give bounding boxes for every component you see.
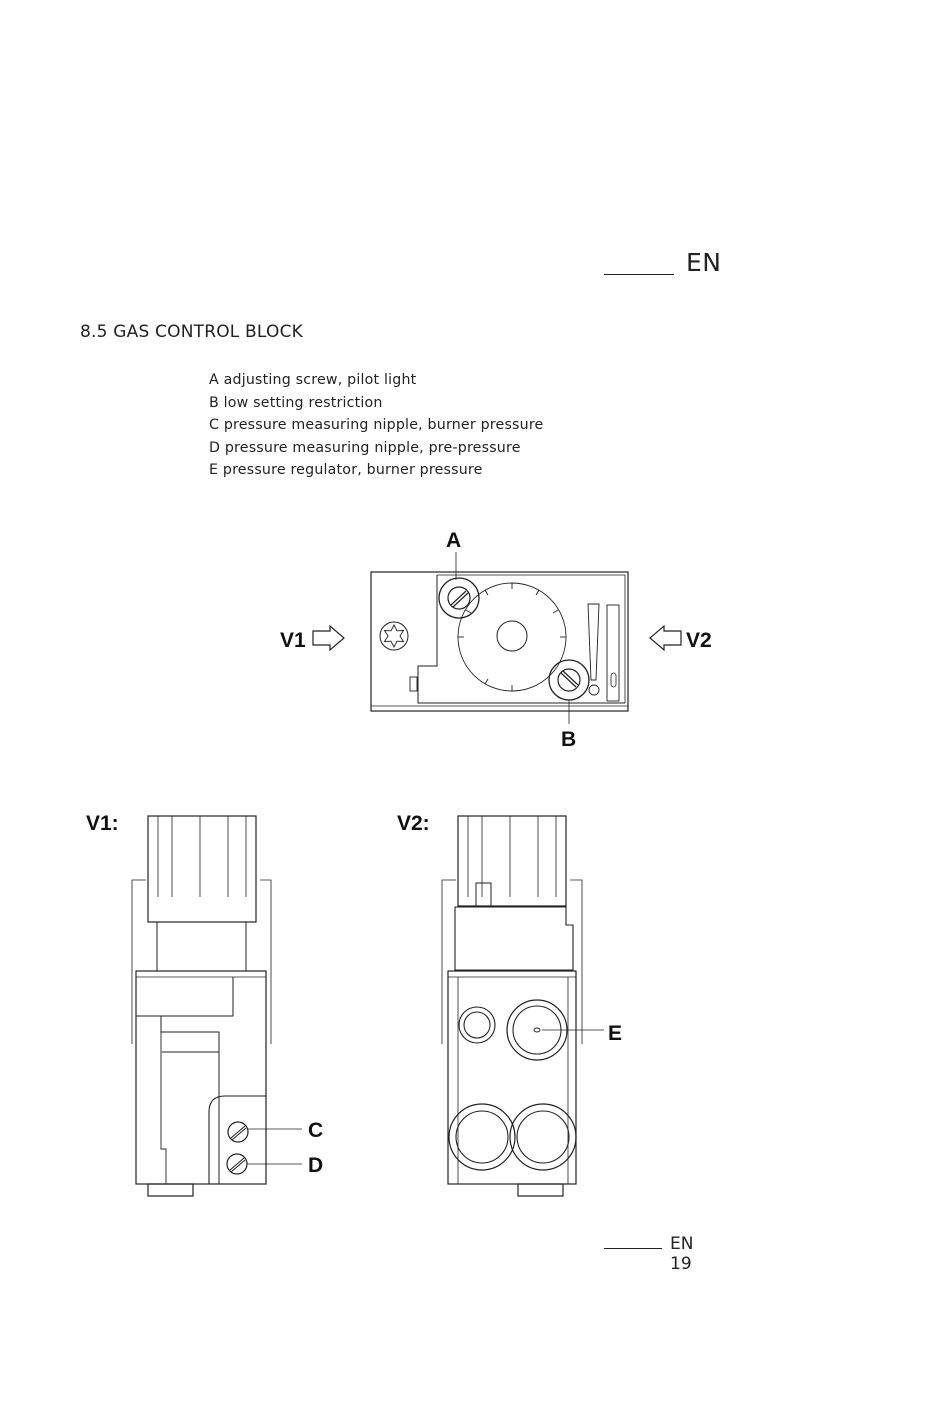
label-v2-arrow: V2 [686,629,712,652]
side-view-v1-diagram [132,816,302,1196]
label-a: A [446,529,461,552]
label-c: C [308,1119,323,1142]
adjusting-screw-a-icon [439,578,479,618]
label-v1-view: V1: [86,812,119,835]
nipple-d-icon [227,1154,247,1174]
label-v2-view: V2: [397,812,430,835]
top-view-diagram [313,552,681,724]
page-number: EN 19 [670,1234,693,1274]
port-small-icon [459,1007,495,1043]
label-d: D [308,1154,323,1177]
footer-rule [604,1248,662,1249]
restriction-screw-b-icon [549,660,589,700]
star-screw-icon [380,622,408,650]
side-view-v2-diagram [442,816,604,1196]
inlet-arrow-icon [313,626,344,650]
nipple-c-icon [228,1122,248,1142]
label-b: B [561,728,576,751]
outlet-arrow-icon [650,626,681,650]
label-e: E [608,1022,622,1045]
label-v1-arrow: V1 [280,629,306,652]
outlet-ports-icon [449,1104,576,1170]
